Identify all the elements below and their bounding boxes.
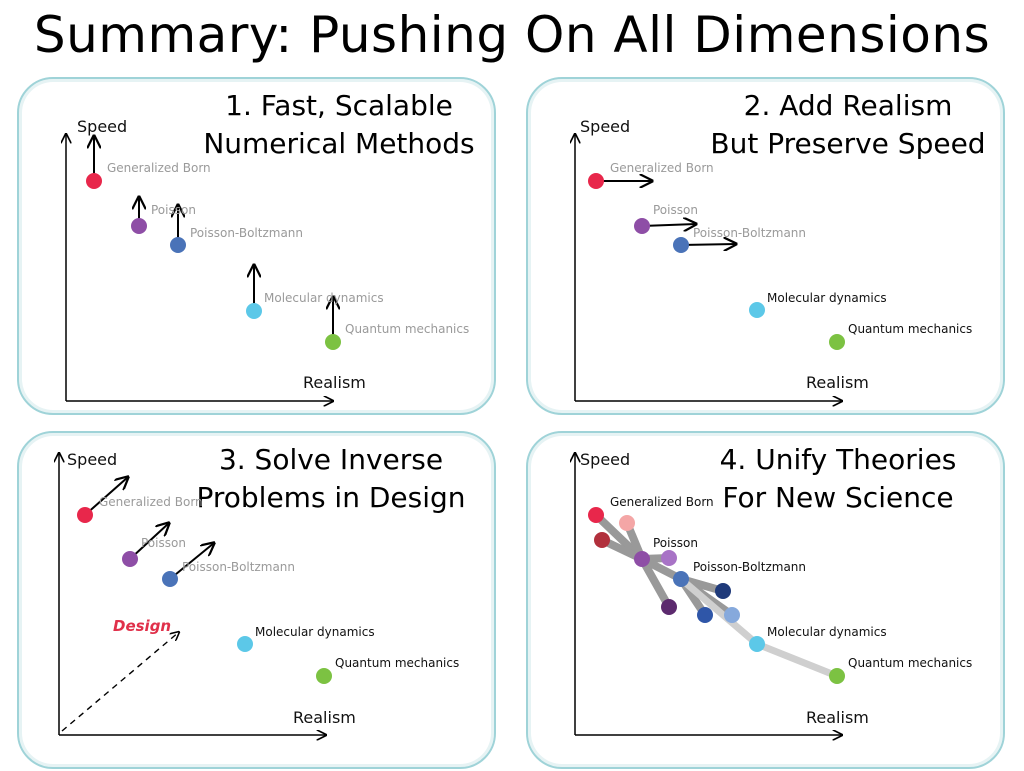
x-axis-label: Realism (806, 373, 869, 392)
point-generalized-born-variant (619, 515, 635, 531)
label-quantum-mechanics: Quantum mechanics (335, 656, 459, 670)
point-poisson (122, 551, 138, 567)
label-molecular-dynamics: Molecular dynamics (767, 291, 887, 305)
design-arrow (84, 477, 128, 516)
y-axis-label: Speed (67, 450, 117, 469)
point-generalized-born-variant (594, 532, 610, 548)
x-axis-label: Realism (806, 708, 869, 727)
point-molecular-dynamics (237, 636, 253, 652)
panel-title-line2: Problems in Design (196, 481, 466, 514)
design-annotation: Design (113, 617, 171, 635)
point-poisson-variant (661, 550, 677, 566)
panel-add-realism: 2. Add Realism But Preserve Speed Speed … (526, 77, 1005, 415)
label-molecular-dynamics: Molecular dynamics (264, 291, 384, 305)
point-poisson-boltzmann (673, 571, 689, 587)
label-quantum-mechanics: Quantum mechanics (848, 656, 972, 670)
link-line (753, 640, 841, 680)
point-quantum-mechanics (316, 668, 332, 684)
label-poisson: Poisson (653, 203, 698, 217)
point-generalized-born (588, 507, 604, 523)
point-poisson (634, 218, 650, 234)
point-poisson-variant (661, 599, 677, 615)
panel-title-line2: For New Science (722, 481, 954, 514)
label-generalized-born: Generalized Born (107, 161, 211, 175)
link-line (638, 555, 673, 611)
panel-title-line1: 3. Solve Inverse (218, 443, 444, 476)
y-axis-label: Speed (580, 450, 630, 469)
design-arrow (129, 523, 169, 560)
label-generalized-born: Generalized Born (610, 495, 714, 509)
label-poisson-boltzmann: Poisson-Boltzmann (190, 226, 303, 240)
point-poisson-boltzmann-variant (724, 607, 740, 623)
slide-title: Summary: Pushing On All Dimensions (33, 6, 991, 64)
panel-inverse-design: 3. Solve Inverse Problems in Design Spee… (17, 431, 496, 769)
point-quantum-mechanics (829, 668, 845, 684)
y-axis-label: Speed (580, 117, 630, 136)
point-poisson-boltzmann-variant (697, 607, 713, 623)
panel-title: 2. Add Realism But Preserve Speed (698, 87, 998, 163)
label-molecular-dynamics: Molecular dynamics (767, 625, 887, 639)
point-molecular-dynamics (749, 302, 765, 318)
point-poisson (634, 551, 650, 567)
panel-title-line1: 4. Unify Theories (719, 443, 957, 476)
realism-arrow (680, 244, 736, 245)
label-poisson: Poisson (151, 203, 196, 217)
label-generalized-born: Generalized Born (610, 161, 714, 175)
point-generalized-born (86, 173, 102, 189)
label-poisson: Poisson (141, 536, 186, 550)
point-poisson-boltzmann-variant (715, 583, 731, 599)
point-molecular-dynamics (246, 303, 262, 319)
panel-title-line2: Numerical Methods (203, 127, 475, 160)
panel-1-plot: Speed Realism Generalized Born Poisson P… (19, 117, 469, 417)
point-poisson-boltzmann (162, 571, 178, 587)
panel-title-line2: But Preserve Speed (710, 127, 986, 160)
point-generalized-born (77, 507, 93, 523)
panel-3-plot: Speed Realism Design Generalized Born Po… (19, 450, 459, 771)
point-quantum-mechanics (829, 334, 845, 350)
panel-title: 3. Solve Inverse Problems in Design (181, 441, 481, 517)
panel-title: 1. Fast, Scalable Numerical Methods (189, 87, 489, 163)
link-line (677, 575, 761, 648)
panel-title: 4. Unify Theories For New Science (688, 441, 988, 517)
panel-fast-scalable: 1. Fast, Scalable Numerical Methods Spee… (17, 77, 496, 415)
panel-unify-theories: 4. Unify Theories For New Science Speed … (526, 431, 1005, 769)
point-quantum-mechanics (325, 334, 341, 350)
design-arrow (61, 632, 179, 732)
label-poisson-boltzmann: Poisson-Boltzmann (693, 226, 806, 240)
label-quantum-mechanics: Quantum mechanics (848, 322, 972, 336)
realism-arrow (641, 224, 696, 226)
label-poisson-boltzmann: Poisson-Boltzmann (693, 560, 806, 574)
panel-2-plot: Speed Realism Generalized Born Poisson P… (528, 117, 972, 417)
point-poisson-boltzmann (170, 237, 186, 253)
label-poisson-boltzmann: Poisson-Boltzmann (182, 560, 295, 574)
point-poisson-boltzmann (673, 237, 689, 253)
panel-title-line1: 2. Add Realism (743, 89, 953, 122)
point-generalized-born (588, 173, 604, 189)
label-quantum-mechanics: Quantum mechanics (345, 322, 469, 336)
point-molecular-dynamics (749, 636, 765, 652)
point-poisson (131, 218, 147, 234)
label-poisson: Poisson (653, 536, 698, 550)
label-molecular-dynamics: Molecular dynamics (255, 625, 375, 639)
label-generalized-born: Generalized Born (99, 495, 203, 509)
y-axis-label: Speed (77, 117, 127, 136)
x-axis-label: Realism (303, 373, 366, 392)
design-arrow (169, 543, 214, 580)
panel-4-plot: Speed Realism Generalized Born Po (528, 450, 972, 771)
panel-title-line1: 1. Fast, Scalable (225, 89, 453, 122)
x-axis-label: Realism (293, 708, 356, 727)
